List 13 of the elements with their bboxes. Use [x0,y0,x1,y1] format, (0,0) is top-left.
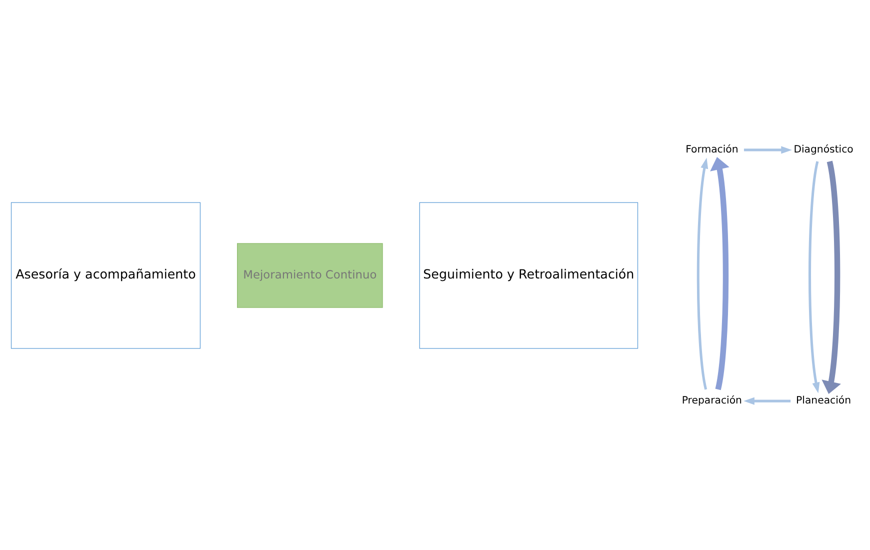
arrow [710,156,730,390]
node-box: Asesoría y acompañamiento [10,202,201,348]
arrow [744,396,791,404]
arrow [744,146,792,154]
arrow [808,160,820,393]
node-box: Seguimiento y Retroalimentación [419,202,638,348]
node-text: Formación [686,144,738,155]
node-text: Diagnóstico [794,144,854,155]
arrow [822,160,841,394]
node-text: Preparación [682,394,742,406]
arrow [696,157,708,390]
node-box: Mejoramiento Continuo [237,242,383,308]
node-text: Planeación [796,394,852,406]
